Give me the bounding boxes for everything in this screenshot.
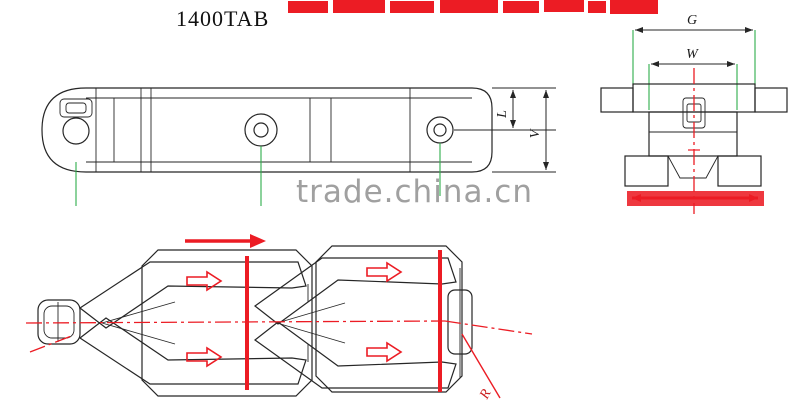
dimension-w: W	[648, 47, 738, 110]
dimension-g: G	[632, 13, 756, 86]
dim-label-w: W	[686, 47, 699, 62]
dimension-l: L	[454, 87, 556, 131]
cropped-red-text-banner	[288, 0, 658, 14]
centerline-left-articulated	[29, 334, 75, 353]
left-wing	[600, 87, 634, 113]
centerline-articulated	[444, 320, 533, 335]
left-link-plate	[141, 249, 313, 397]
flow-arrow-icon	[366, 262, 402, 282]
right-flange	[717, 155, 762, 187]
dim-label-r: R	[477, 387, 495, 403]
right-wing	[754, 87, 788, 113]
left-flange	[624, 155, 669, 187]
left-link-upper-arm	[78, 261, 307, 329]
highlight-red-bar	[627, 191, 764, 206]
dim-label-l: L	[495, 110, 510, 119]
centerline-horizontal	[25, 320, 446, 324]
end-view-drawing: G W	[600, 13, 788, 214]
flow-arrow-icon	[366, 342, 402, 362]
top-view-drawing: L V	[41, 87, 556, 206]
center-pin-boss	[244, 113, 278, 147]
left-clevis	[37, 299, 81, 345]
dim-label-v: V	[528, 128, 543, 138]
flow-arrow-icon	[186, 347, 222, 367]
left-pin-detail	[59, 98, 93, 118]
radius-leader: R	[461, 333, 501, 403]
dimension-v: V	[492, 90, 556, 173]
green-extension-lines-top-view	[75, 143, 441, 206]
body-section	[648, 111, 738, 157]
left-link-lower-arm	[78, 317, 307, 385]
travel-direction-arrow-icon	[185, 234, 266, 248]
right-pin-boss	[426, 116, 454, 144]
right-link-lower-arm	[253, 321, 457, 389]
drawing-title: 1400TAB	[176, 6, 269, 31]
right-link-plate	[315, 245, 463, 393]
dim-label-g: G	[687, 13, 697, 28]
left-pin-hole	[62, 117, 90, 145]
watermark-text: trade.china.cn	[296, 174, 533, 210]
bottom-view-drawing: R	[25, 234, 533, 403]
right-link-upper-arm	[253, 257, 457, 325]
